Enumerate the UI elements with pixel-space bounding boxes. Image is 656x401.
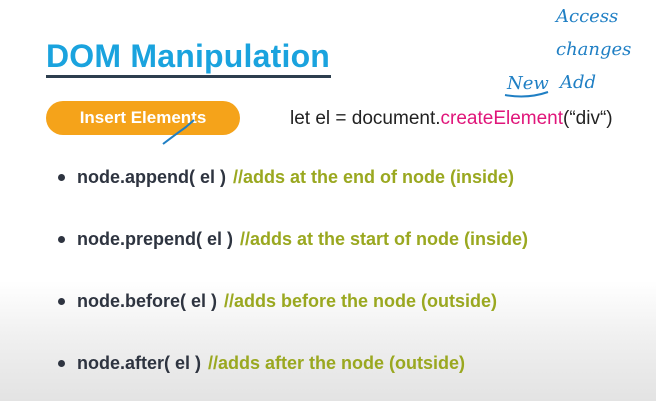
list-item: node.prepend( el ) //adds at the start o… bbox=[58, 229, 528, 250]
code-suffix: (“div“) bbox=[563, 108, 613, 129]
annotation-add: Add bbox=[558, 72, 596, 93]
bullet-dot bbox=[58, 174, 65, 181]
code-prefix: let el = document. bbox=[290, 108, 441, 129]
bullet-code: node.prepend( el ) bbox=[77, 229, 234, 249]
bullet-comment: //adds at the end of node (inside) bbox=[233, 167, 515, 187]
bullet-code: node.append( el ) bbox=[77, 167, 227, 187]
bullet-comment: //adds at the start of node (inside) bbox=[240, 229, 529, 249]
code-example: let el = document.createElement(“div“) bbox=[290, 108, 613, 130]
bullet-comment: //adds before the node (outside) bbox=[224, 291, 498, 311]
annotation-underline bbox=[504, 91, 549, 98]
annotation-changes: changes bbox=[556, 39, 631, 60]
bullet-comment: //adds after the node (outside) bbox=[208, 353, 466, 373]
bullet-dot bbox=[58, 360, 65, 367]
list-item: node.after( el ) //adds after the node (… bbox=[58, 353, 465, 374]
bullet-dot bbox=[58, 298, 65, 305]
bullet-dot bbox=[58, 236, 65, 243]
code-method: createElement bbox=[440, 108, 564, 129]
bullet-code: node.after( el ) bbox=[77, 353, 202, 373]
section-pill: Insert Elements bbox=[46, 101, 240, 135]
annotation-new: New bbox=[506, 73, 549, 94]
title-underline bbox=[46, 75, 331, 78]
annotation-access: Access bbox=[554, 6, 618, 27]
bullet-code: node.before( el ) bbox=[77, 291, 218, 311]
section-pill-label: Insert Elements bbox=[79, 108, 207, 127]
slide-title: DOM Manipulation bbox=[46, 38, 331, 74]
list-item: node.before( el ) //adds before the node… bbox=[58, 291, 497, 312]
list-item: node.append( el ) //adds at the end of n… bbox=[58, 167, 514, 188]
